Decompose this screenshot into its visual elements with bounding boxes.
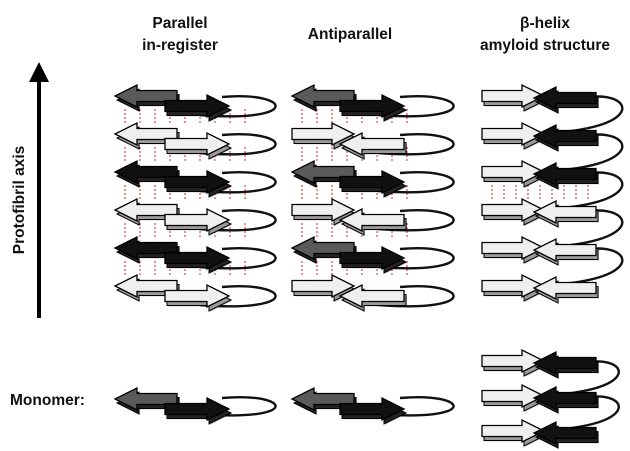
column-title-beta-helix: β-helix amyloid structure xyxy=(480,15,610,54)
title-parallel-line2: in-register xyxy=(142,37,218,54)
monomer-parallel xyxy=(115,388,276,425)
axis-label: Protofibril axis xyxy=(11,146,28,255)
title-beta-helix-line2: amyloid structure xyxy=(480,37,610,54)
monomer-label: Monomer: xyxy=(10,392,85,409)
strand-arrow xyxy=(534,387,599,414)
title-parallel-line1: Parallel xyxy=(152,15,207,32)
hbond-lines xyxy=(492,185,588,199)
beta-helix-stack xyxy=(482,85,622,304)
strand-arrow xyxy=(534,422,599,449)
column-title-parallel: Parallel in-register xyxy=(142,15,218,54)
title-antiparallel: Antiparallel xyxy=(308,26,392,43)
monomer-antiparallel xyxy=(292,388,454,425)
strand-arrow xyxy=(534,87,599,114)
strand-arrow xyxy=(534,352,599,379)
antiparallel-stack xyxy=(292,85,454,312)
parallel-stack xyxy=(115,85,276,312)
monomer-beta-helix xyxy=(482,350,619,449)
title-beta-helix-line1: β-helix xyxy=(520,15,570,32)
protofibril-axis: Protofibril axis xyxy=(11,62,49,318)
axis-arrowhead xyxy=(29,62,49,82)
